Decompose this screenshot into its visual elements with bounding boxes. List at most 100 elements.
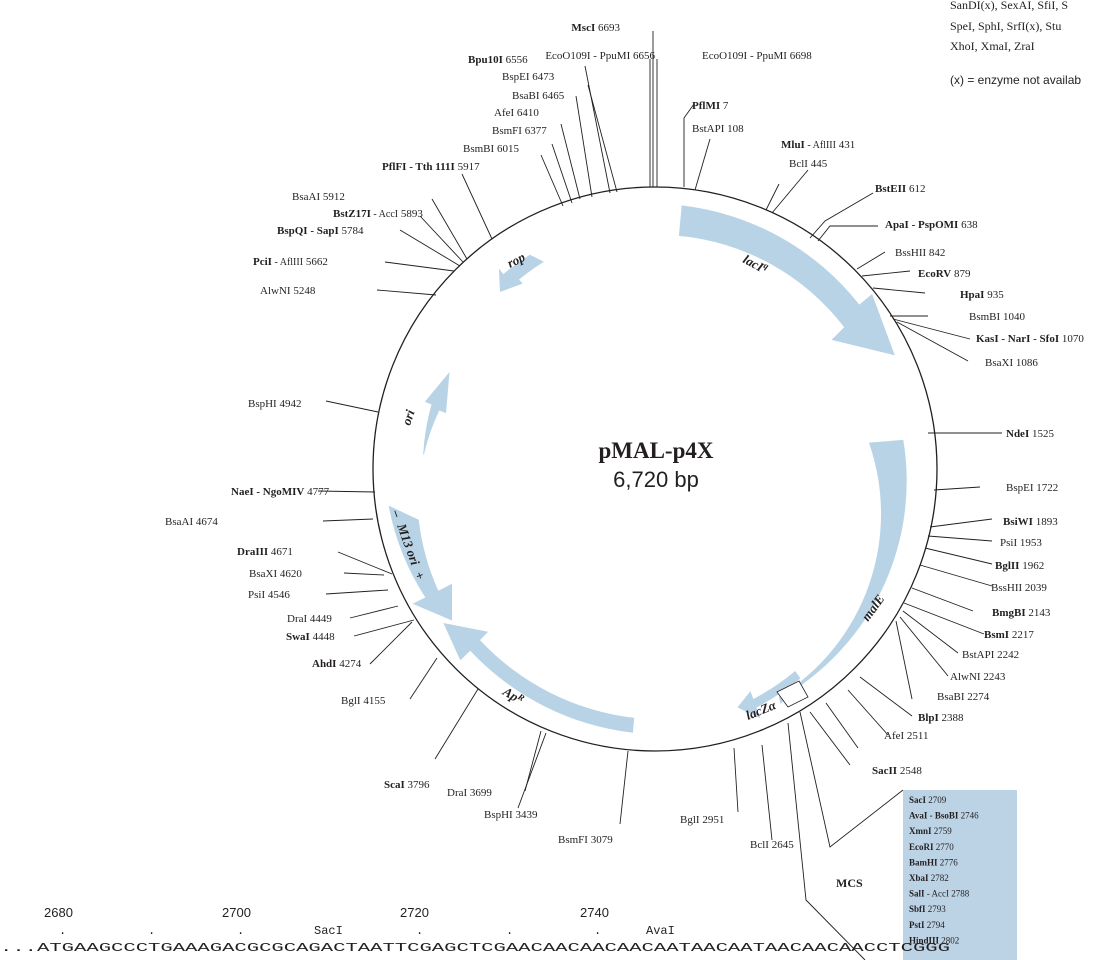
site-label: MscI 6693 xyxy=(571,22,620,34)
site-label: NdeI 1525 xyxy=(1006,428,1054,440)
site-line xyxy=(325,589,389,595)
plasmid-name: pMAL-p4X xyxy=(598,438,713,463)
site-line xyxy=(343,572,385,576)
site-line xyxy=(434,688,479,760)
lacz-arrow xyxy=(737,671,801,719)
site-label: BclI 2645 xyxy=(750,839,794,851)
site-line xyxy=(575,95,593,198)
site-label: BssHII 2039 xyxy=(991,582,1047,594)
mcs-site-label: EcoRI 2770 xyxy=(909,842,954,852)
site-label: BsmFI 6377 xyxy=(492,125,547,137)
site-label: BsmBI 1040 xyxy=(969,311,1025,323)
site-label: BlpI 2388 xyxy=(918,712,964,724)
site-label: AlwNI 5248 xyxy=(260,285,316,297)
seq-markers: ...... xyxy=(59,924,601,938)
site-line xyxy=(856,251,886,270)
mcs-box xyxy=(903,790,1017,960)
seq-number: 2740 xyxy=(580,905,609,920)
site-line xyxy=(384,261,455,272)
mcs-line xyxy=(787,722,866,960)
site-label: BstAPI 108 xyxy=(692,123,744,135)
site-label: BspHI 4942 xyxy=(248,398,301,410)
site-label: PciI - AflIII 5662 xyxy=(253,256,328,268)
seq-enzyme-avai: AvaI xyxy=(646,924,675,938)
site-line xyxy=(409,657,438,700)
site-label: KasI - NarI - SfoI 1070 xyxy=(976,333,1084,345)
site-line xyxy=(896,321,969,362)
site-label: AlwNI 2243 xyxy=(950,671,1006,683)
site-line xyxy=(551,143,573,204)
site-label: BsmBI 6015 xyxy=(463,143,519,155)
site-label: PflFI - Tth 111I 5917 xyxy=(382,161,480,173)
site-label: HpaI 935 xyxy=(960,289,1004,301)
site-line xyxy=(872,287,926,294)
mcs-site-label: BamHI 2776 xyxy=(909,857,958,867)
site-label: BsaAI 5912 xyxy=(292,191,345,203)
plasmid-size: 6,720 bp xyxy=(613,467,699,492)
site-label: DraI 4449 xyxy=(287,613,332,625)
site-label: BspHI 3439 xyxy=(484,809,538,821)
feature-arrows xyxy=(388,205,907,733)
seq-enzyme-saci: SacI xyxy=(314,924,343,938)
mcs-site-label: XmnI 2759 xyxy=(909,826,952,836)
site-label: BsiWI 1893 xyxy=(1003,516,1058,528)
site-line xyxy=(899,616,949,677)
legend-note: (x) = enzyme not availab xyxy=(950,73,1081,87)
site-line xyxy=(859,676,913,717)
site-line xyxy=(903,602,985,635)
site-label: EcoO109I - PpuMI 6698 xyxy=(702,50,812,62)
site-line xyxy=(911,587,974,612)
site-line xyxy=(317,490,376,493)
site-label: BsmI 2217 xyxy=(984,629,1034,641)
site-line xyxy=(761,744,773,841)
rop-arrow xyxy=(498,254,544,292)
legend-line-1: SanDI(x), SexAI, SfiI, S xyxy=(950,0,1068,12)
site-line xyxy=(376,289,437,296)
site-line xyxy=(349,605,399,619)
site-line xyxy=(902,610,959,654)
site-label: Bpu10I 6556 xyxy=(468,54,528,66)
site-label: BsaBI 2274 xyxy=(937,691,990,703)
site-line xyxy=(817,225,878,242)
mcs-line xyxy=(799,711,904,848)
site-line xyxy=(825,702,859,749)
site-line xyxy=(927,535,993,542)
site-line xyxy=(694,138,711,191)
site-line xyxy=(431,198,468,260)
site-label: BsaAI 4674 xyxy=(165,516,218,528)
site-label: MluI - AflIII 431 xyxy=(781,139,855,151)
site-label: BclI 445 xyxy=(789,158,828,170)
site-label: DraIII 4671 xyxy=(237,546,293,558)
site-line xyxy=(461,173,493,240)
site-label: BsmFI 3079 xyxy=(558,834,613,846)
site-line xyxy=(924,547,993,565)
mcs-site-label: SbfI 2793 xyxy=(909,904,946,914)
site-label: BstAPI 2242 xyxy=(962,649,1019,661)
site-label: PsiI 1953 xyxy=(1000,537,1042,549)
site-label: AfeI 2511 xyxy=(884,730,929,742)
mcs-site-label: SalI - AccI 2788 xyxy=(909,889,970,899)
site-label: AfeI 6410 xyxy=(494,107,539,119)
site-label: BspEI 1722 xyxy=(1006,482,1058,494)
feature-apr-label: ApR xyxy=(500,683,527,707)
site-label: PflMI 7 xyxy=(692,100,729,112)
site-label: ScaI 3796 xyxy=(384,779,430,791)
site-line xyxy=(369,621,413,665)
site-lines xyxy=(317,31,1002,960)
male-arrow xyxy=(778,439,907,704)
site-line xyxy=(584,65,611,194)
site-line xyxy=(419,215,464,263)
site-label: BsaXI 1086 xyxy=(985,357,1038,369)
site-line xyxy=(337,551,393,575)
feature-ori-label: ori xyxy=(399,407,418,426)
backbone-circle xyxy=(372,186,938,752)
site-label: SwaI 4448 xyxy=(286,631,335,643)
site-line xyxy=(809,192,874,239)
mcs-site-label: PstI 2794 xyxy=(909,920,945,930)
site-label: BspEI 6473 xyxy=(502,71,555,83)
site-line xyxy=(733,747,739,813)
mcs-site-label: SacI 2709 xyxy=(909,795,947,805)
site-label: BglI 2951 xyxy=(680,814,724,826)
legend-line-3: XhoI, XmaI, ZraI xyxy=(950,39,1035,53)
